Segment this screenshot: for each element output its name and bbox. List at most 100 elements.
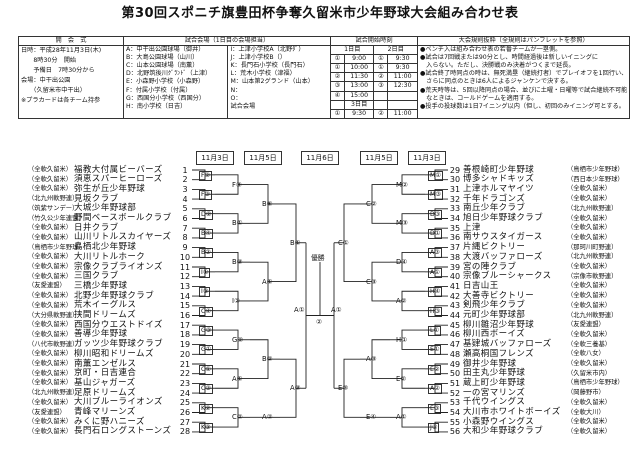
seed-number: 43: [449, 301, 461, 311]
seed-number: 40: [449, 272, 461, 282]
time-cell: 9:00: [343, 54, 375, 65]
team-name: 善導少年野球: [74, 329, 128, 340]
team-name: 弥生が丘少年野球: [74, 183, 146, 194]
bracket-line: [192, 188, 206, 200]
seed-number: 53: [449, 398, 461, 408]
seed-number: 20: [179, 349, 191, 359]
game-label: F③: [232, 180, 243, 189]
team-league: （全軟久留米）: [28, 379, 73, 387]
bracket-line: [192, 285, 206, 297]
team-league: （全軟久留米）: [28, 369, 73, 377]
team-league: （全軟久留米）: [28, 253, 73, 261]
info-table: 開 会 式 試合会場（1日目の会場担当） 試合開始時刻 大会規則抜粋（全規則はパ…: [18, 35, 631, 119]
team-name: 瀬高桐国フレンズ: [463, 348, 535, 359]
game-label: B②: [262, 355, 273, 364]
seed-number: 47: [449, 340, 461, 350]
team-league: （全軟久留米）: [28, 321, 73, 329]
bracket-line: [215, 251, 239, 273]
game-label: K②: [199, 403, 213, 414]
team-league: （全軟久留米）: [28, 224, 73, 232]
seed-number: 29: [449, 165, 461, 175]
bracket-line: [250, 261, 269, 302]
game-label: D②: [199, 209, 214, 220]
seed-number: 21: [179, 359, 191, 369]
round-header-center: 11月6日: [301, 151, 339, 165]
team-name: 山川リトルスカイヤーズ: [74, 232, 172, 243]
seed-number: 30: [449, 175, 461, 185]
team-league: （那珂川町野連）: [567, 243, 618, 251]
bracket-line: [192, 363, 206, 375]
bracket-line: [371, 261, 390, 302]
opening-line: 8時30分 開始: [21, 57, 77, 65]
team-name: 京町・日吉連合: [74, 368, 137, 379]
bracket-line: [192, 421, 206, 433]
team-league: （岡藤野市）: [567, 389, 605, 397]
seed-number: 49: [449, 359, 461, 369]
venue-item: M：山本第2グランド（山本）: [230, 78, 314, 86]
venue-item: L：荒木小学校（津福）: [230, 70, 296, 78]
opening-details: 日時：平成28年11月3日(木) 8時30分 開始 予備日 7時30分から会場：…: [18, 45, 124, 119]
game-label: L①: [428, 326, 441, 337]
seed-number: 33: [449, 204, 461, 214]
seed-number: 12: [179, 272, 191, 282]
team-league: （久留米市内）: [567, 369, 612, 377]
team-name: 基肄城バッファローズ: [463, 339, 552, 350]
team-league: （竹久公少年連盟）: [28, 214, 85, 222]
venue-item: H：南小学校（日吉）: [126, 102, 187, 110]
team-name: 上津ホルマヤイツ: [463, 183, 535, 194]
seed-number: 44: [449, 311, 461, 320]
venue-item: N：: [230, 86, 242, 94]
team-league: （全軟久留米）: [567, 398, 612, 406]
time-cell: 11:00: [387, 108, 418, 119]
game-label: G①: [199, 345, 214, 356]
team-name: 須恵スパーヒーローズ: [74, 174, 163, 185]
page-title: 第30回スポニチ旗豊田杯争奪久留米市少年野球大会組み合わせ表: [121, 6, 519, 21]
team-name: 大川ブルーライオンズ: [74, 397, 163, 408]
team-name: 善根崎町少年野球: [463, 164, 535, 175]
game-label: B①: [232, 219, 243, 228]
team-league: （西日本少年野球）: [567, 175, 624, 183]
bracket-line: [434, 382, 448, 394]
venue-item: A：中干出公園球場（御井）: [126, 46, 205, 54]
game-label: J③: [428, 423, 440, 434]
game-label: A③: [290, 384, 301, 393]
bracket-line: [192, 402, 206, 413]
opening-line: 会場：中干出公園: [21, 77, 71, 85]
seed-number: 46: [449, 330, 461, 340]
team-name: 大川市ホワイトボーイズ: [463, 407, 561, 417]
game-label: F②: [199, 170, 213, 181]
seed-number: 27: [179, 417, 191, 427]
bracket-line: [434, 208, 448, 219]
time-cell: 9:30: [343, 108, 375, 119]
seed-number: 22: [179, 369, 191, 379]
bracket-line: [434, 247, 448, 258]
seed-number: 19: [179, 340, 191, 350]
seed-number: 28: [179, 427, 191, 437]
seed-number: 10: [179, 252, 191, 262]
team-league: （全軟久留米）: [567, 214, 612, 222]
time-cell: 3日目: [343, 99, 375, 110]
team-league: （全軟久留米）: [567, 427, 612, 435]
team-league: （全軟久留米）: [28, 427, 73, 435]
seed-number: 14: [179, 291, 191, 301]
seed-number: 51: [449, 378, 461, 388]
seed-number: 23: [179, 378, 191, 388]
team-name: 宮の陣クラブ: [463, 261, 517, 272]
game-label: B③: [232, 258, 243, 267]
bracket-line: [192, 344, 206, 355]
time-cell: 9:30: [387, 54, 418, 65]
game-label: A①: [331, 305, 342, 314]
bracket-line: [401, 407, 425, 428]
bracket-line: [215, 290, 239, 312]
bracket-line: [434, 402, 448, 413]
seed-number: 37: [449, 243, 461, 253]
bracket-line: [401, 368, 425, 389]
venue-item: E：小森野小学校（小森野）: [126, 78, 205, 86]
team-name: 宗像クラブライオンズ: [74, 261, 163, 272]
seed-number: 8: [182, 233, 188, 243]
seed-number: 9: [182, 243, 188, 253]
seed-number: 16: [179, 311, 191, 320]
seed-number: 36: [449, 233, 461, 243]
bracket-line: [192, 208, 206, 219]
